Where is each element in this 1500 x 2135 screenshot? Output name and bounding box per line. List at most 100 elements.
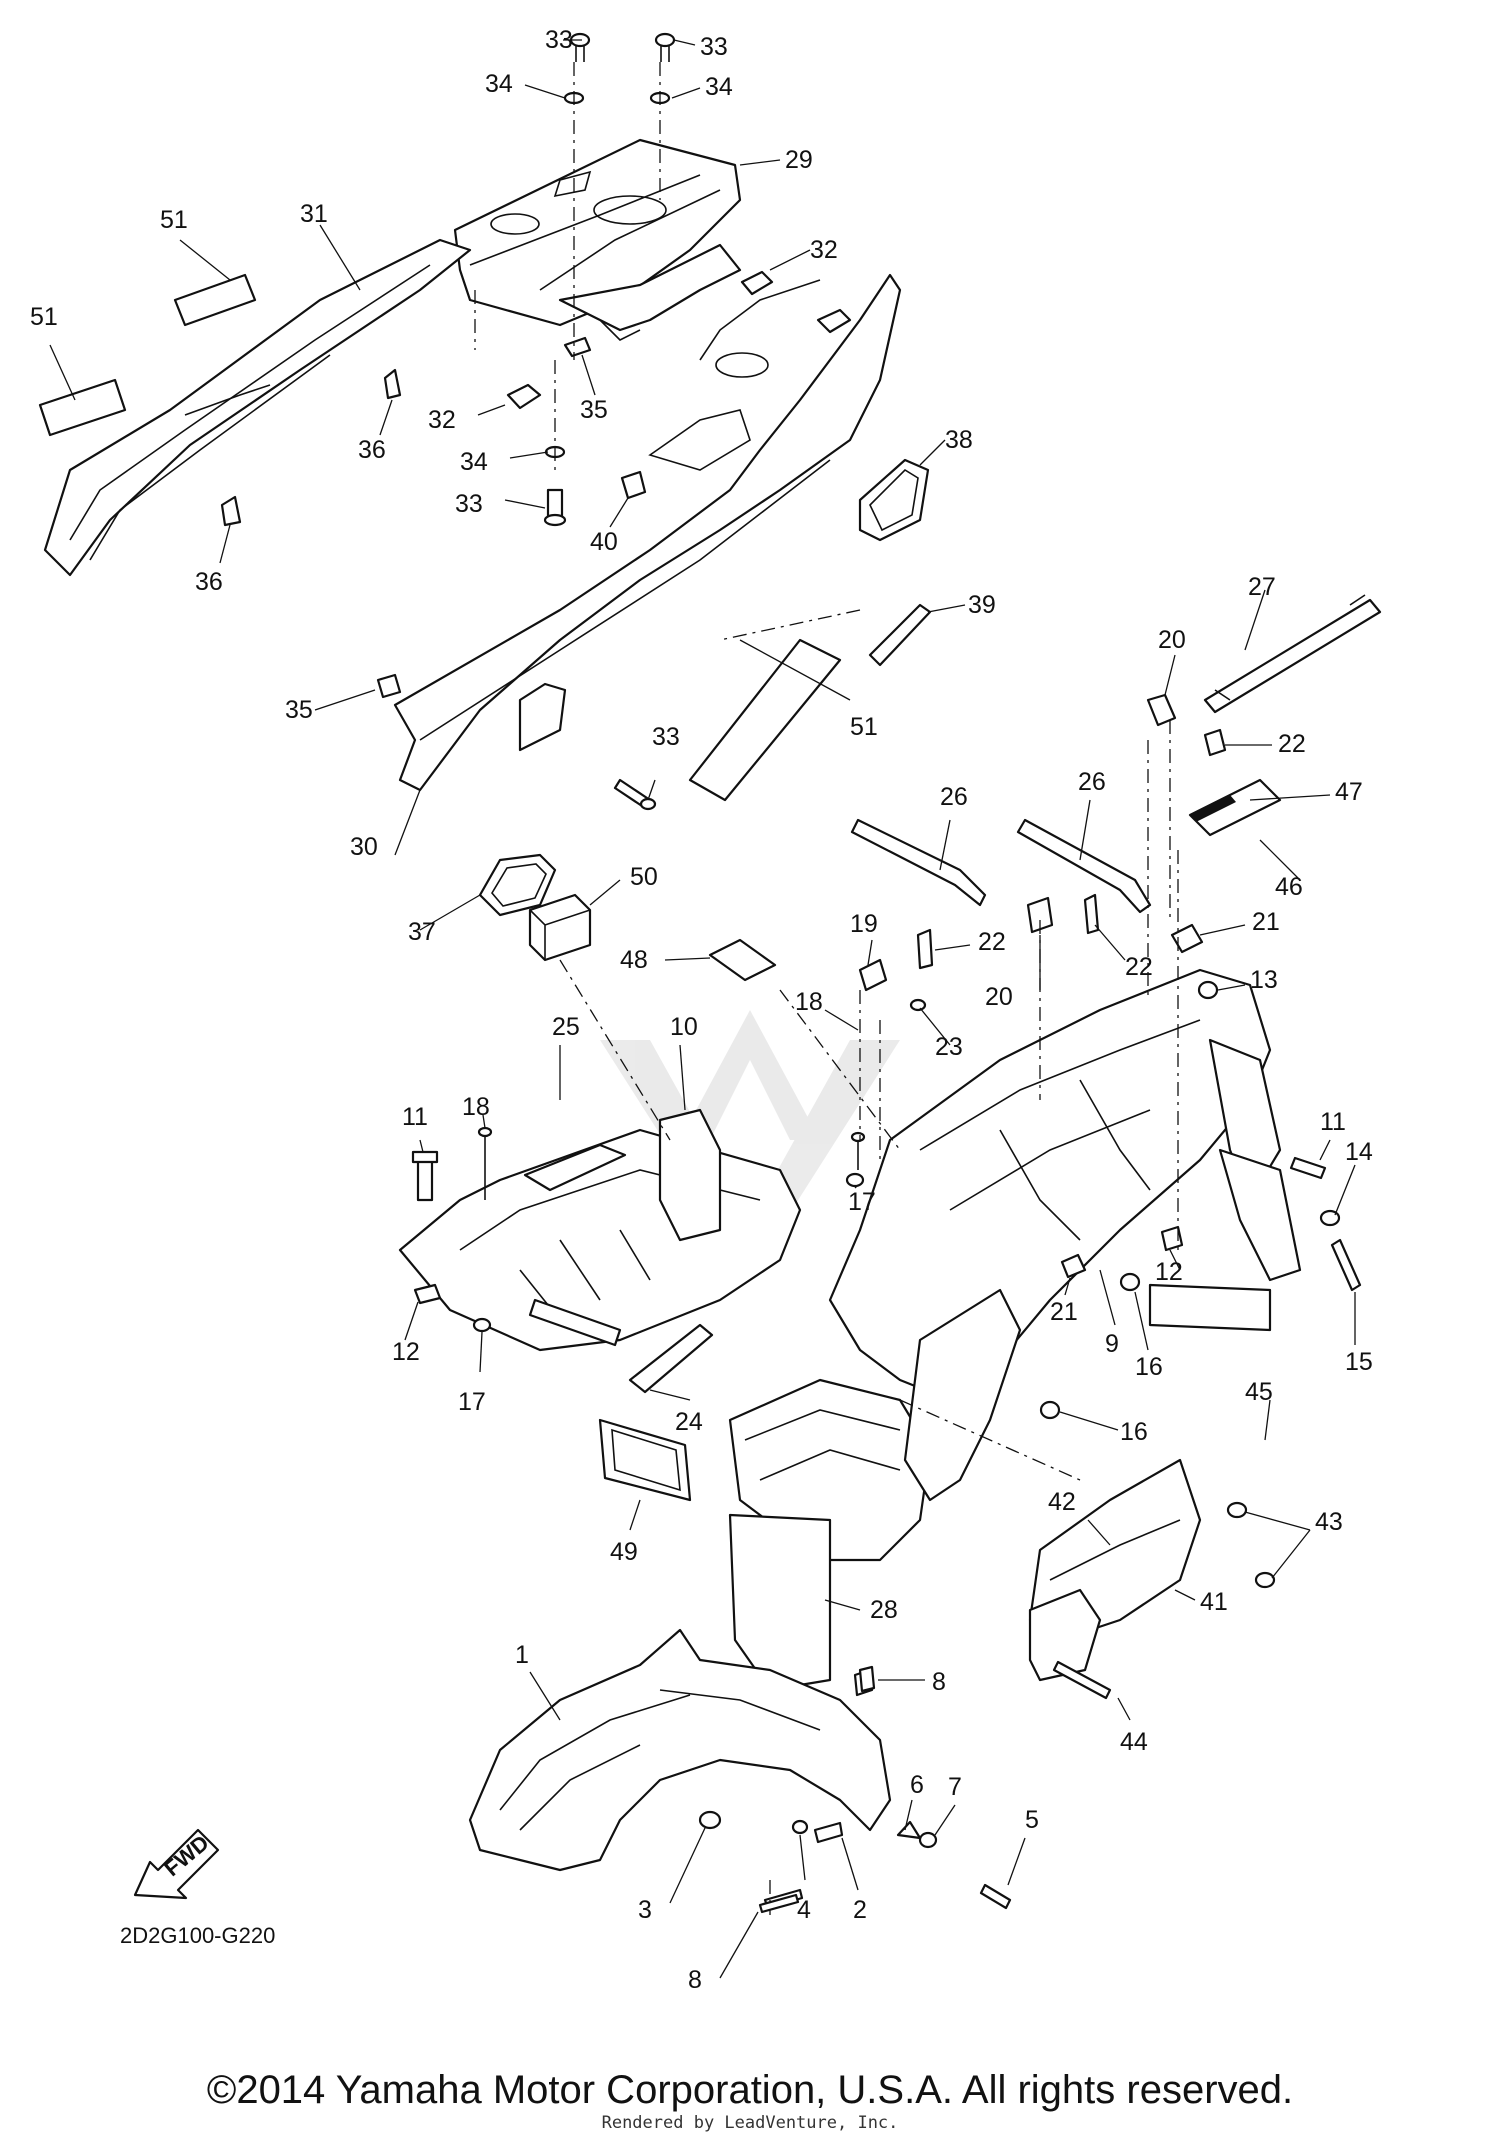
callout-8: 8 [932, 1668, 946, 1696]
callout-44: 44 [1120, 1728, 1148, 1756]
nut-12-right [1160, 1225, 1184, 1252]
fender-side-panel [903, 1288, 1022, 1502]
callout-36: 36 [358, 436, 386, 464]
callout-32: 32 [810, 236, 838, 264]
rivet-22-top [1203, 728, 1227, 757]
callout-13: 13 [1250, 966, 1278, 994]
bolt-18-left [477, 1126, 493, 1200]
watermark-logo [600, 1010, 900, 1260]
callout-5: 5 [1025, 1806, 1039, 1834]
screw-44 [1052, 1660, 1112, 1700]
nut-35-b [376, 673, 402, 699]
callout-41: 41 [1200, 1588, 1228, 1616]
callout-47: 47 [1335, 778, 1363, 806]
screw-43-b [1254, 1571, 1276, 1589]
block-50 [528, 893, 592, 962]
screw-33-top-right [654, 32, 676, 62]
callout-9: 9 [1105, 1330, 1119, 1358]
bolt-15 [1330, 1238, 1362, 1292]
callout-21: 21 [1252, 908, 1280, 936]
callout-1: 1 [515, 1641, 529, 1669]
pad-49 [598, 1418, 692, 1502]
callout-50: 50 [630, 863, 658, 891]
callout-36: 36 [195, 568, 223, 596]
strap-26-right [1016, 818, 1152, 914]
callout-11: 11 [402, 1103, 428, 1131]
strap-26-left [850, 818, 987, 907]
clip-13 [1197, 980, 1219, 1000]
callout-22: 22 [1125, 953, 1153, 981]
callout-51: 51 [160, 206, 188, 234]
grommet-17-right [845, 1172, 865, 1188]
callout-20: 20 [1158, 626, 1186, 654]
callout-34: 34 [485, 70, 513, 98]
callout-27: 27 [1248, 573, 1276, 601]
clip-36-a [383, 368, 402, 400]
callout-34: 34 [460, 448, 488, 476]
callout-39: 39 [968, 591, 996, 619]
callout-33: 33 [545, 26, 573, 54]
fwd-arrow-icon: FWD [133, 1828, 220, 1900]
callout-48: 48 [620, 946, 648, 974]
callout-25: 25 [552, 1013, 580, 1041]
callout-51: 51 [850, 713, 878, 741]
callout-16: 16 [1135, 1353, 1163, 1381]
screw-33-lower [613, 778, 657, 811]
callout-33: 33 [700, 33, 728, 61]
callout-40: 40 [590, 528, 618, 556]
callout-6: 6 [910, 1771, 924, 1799]
rivet-22-b [1083, 893, 1100, 935]
callout-26: 26 [1078, 768, 1106, 796]
side-cover-30 [393, 273, 902, 792]
clip-36-b [220, 495, 242, 527]
callout-43: 43 [1315, 1508, 1343, 1536]
bracket-20-mid [1026, 896, 1054, 934]
tail-bracket [558, 243, 742, 341]
callout-35: 35 [285, 696, 313, 724]
callout-7: 7 [948, 1773, 962, 1801]
bolt-11-left [411, 1150, 439, 1202]
callout-11: 11 [1320, 1108, 1346, 1136]
callout-10: 10 [670, 1013, 698, 1041]
bracket-19 [858, 958, 888, 992]
phantom-lines [474, 62, 1179, 1915]
label-51-b [173, 273, 257, 327]
callout-38: 38 [945, 426, 973, 454]
rear-fender-inner [828, 968, 1302, 1402]
callout-20: 20 [985, 983, 1013, 1011]
nut-12-left [413, 1283, 442, 1305]
label-51-a [38, 378, 127, 437]
clip-21-lower [1060, 1253, 1087, 1279]
label-45 [1148, 1283, 1272, 1332]
callout-29: 29 [785, 146, 813, 174]
front-fender-1 [468, 1628, 892, 1872]
nut-32-b [740, 270, 774, 296]
callout-46: 46 [1275, 873, 1303, 901]
part-40 [620, 470, 647, 500]
license-bracket-41 [1028, 1458, 1202, 1682]
strap-27 [1203, 594, 1382, 714]
rendered-by-credit: Rendered by LeadVenture, Inc. [601, 2113, 899, 2133]
callout-33: 33 [455, 490, 483, 518]
side-rail-31 [43, 238, 472, 577]
grommet-16-b [1039, 1400, 1061, 1420]
screw-33-mid [543, 488, 567, 527]
callout-51: 51 [30, 303, 58, 331]
callout-12: 12 [392, 1338, 420, 1366]
callout-49: 49 [610, 1538, 638, 1566]
lens-39 [868, 603, 932, 667]
screw-33-top-left [569, 32, 591, 62]
callout-17: 17 [848, 1188, 876, 1216]
label-51-c [688, 638, 842, 802]
callout-45: 45 [1245, 1378, 1273, 1406]
callout-37: 37 [408, 918, 436, 946]
grommet-17-left [472, 1317, 492, 1333]
callout-3: 3 [638, 1896, 652, 1924]
bracket-20-top [1146, 693, 1177, 727]
callout-8: 8 [688, 1966, 702, 1994]
callout-22: 22 [978, 928, 1006, 956]
callout-2: 2 [853, 1896, 867, 1924]
callout-22: 22 [1278, 730, 1306, 758]
callout-30: 30 [350, 833, 378, 861]
